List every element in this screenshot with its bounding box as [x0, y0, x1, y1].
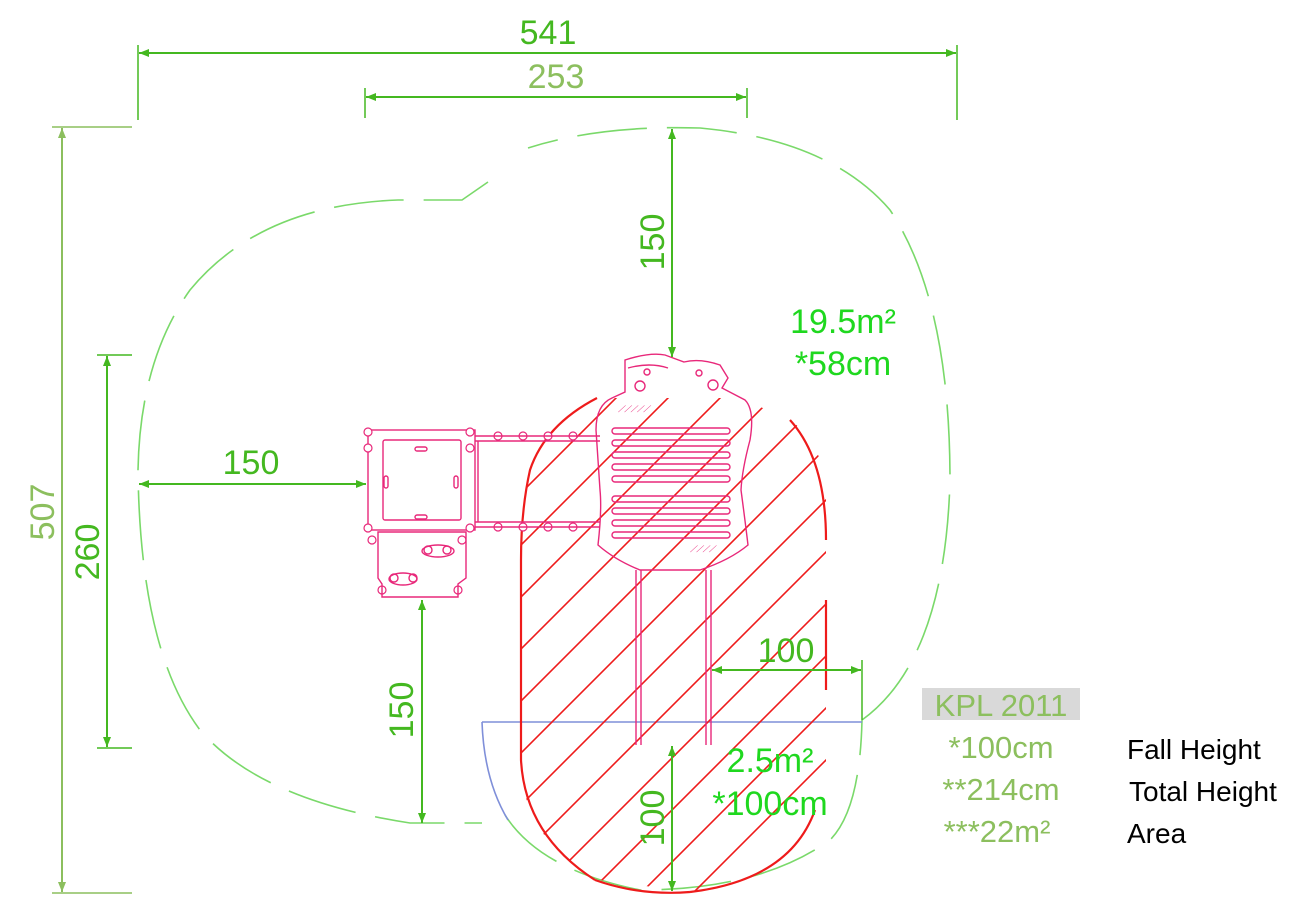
- impact-hatch-line: [521, 398, 613, 892]
- slide-rib: [611, 519, 731, 527]
- info-label-fall-height: Fall Height: [1127, 734, 1261, 765]
- bolt: [363, 427, 373, 437]
- dim-overall-width: 541: [520, 14, 577, 52]
- bolt: [363, 443, 373, 453]
- slide-rib: [611, 427, 731, 435]
- slide-rib: [611, 507, 731, 515]
- impact-hatch-line: [529, 398, 826, 892]
- bolt: [367, 535, 377, 545]
- slide-rib: [611, 495, 731, 503]
- slide-logo-bottom: ⟋⟋⟋⟋: [689, 544, 717, 554]
- impact-hatch-line: [685, 398, 826, 892]
- bolt: [465, 523, 475, 533]
- bolt: [457, 535, 467, 545]
- info-value-total-height: **214cm: [942, 772, 1059, 807]
- safety-zone-outline: [137, 126, 951, 891]
- slide-rib: [611, 463, 731, 471]
- main-fall-label: *58cm: [795, 345, 891, 383]
- info-value-area: ***22m²: [944, 814, 1051, 849]
- impact-hatch-line: [521, 398, 821, 892]
- dim-top-clearance: 150: [634, 214, 672, 271]
- slide-rib: [611, 451, 731, 459]
- impact-hatch-line: [633, 398, 826, 892]
- bolt: [465, 443, 475, 453]
- info-value-fall-height: *100cm: [948, 730, 1053, 765]
- slide-area-label: 2.5m²: [727, 742, 814, 780]
- slide-rib: [611, 439, 731, 447]
- impact-hatch-line: [521, 398, 826, 892]
- dim-inner-width: 253: [528, 58, 585, 96]
- impact-hatch-line: [521, 398, 717, 892]
- slide-rib: [611, 475, 731, 483]
- play-equipment: ⟋⟋⟋⟋⟋ ⟋⟋⟋⟋: [363, 353, 753, 745]
- info-label-total-height: Total Height: [1129, 776, 1277, 807]
- dim-bottom-clearance: 150: [383, 682, 421, 739]
- impact-hatch-line: [521, 398, 826, 892]
- slide-fall-label: *100cm: [712, 785, 827, 823]
- dim-platform-height: 260: [69, 524, 107, 581]
- dim-slide-end: 100: [634, 790, 672, 847]
- ground-line: [481, 721, 862, 821]
- dim-left-clearance: 150: [223, 444, 280, 482]
- impact-hatch-line: [521, 398, 769, 892]
- impact-hatch-line: [521, 398, 826, 892]
- impact-hatch-line: [521, 398, 561, 892]
- dimension-lines: [52, 45, 958, 894]
- dim-overall-height: 507: [24, 484, 62, 541]
- impact-hatch-line: [521, 398, 665, 892]
- bolt: [465, 427, 475, 437]
- slide-rib: [611, 531, 731, 539]
- slide-logo-top: ⟋⟋⟋⟋⟋: [617, 404, 651, 414]
- info-label-area: Area: [1127, 818, 1187, 849]
- kpl-code-background: [922, 688, 1080, 720]
- bolt: [363, 523, 373, 533]
- dim-slide-side: 100: [758, 632, 815, 670]
- impact-hatch-line: [521, 398, 826, 892]
- main-area-label: 19.5m²: [790, 303, 896, 341]
- kpl-code: KPL 2011: [935, 688, 1068, 723]
